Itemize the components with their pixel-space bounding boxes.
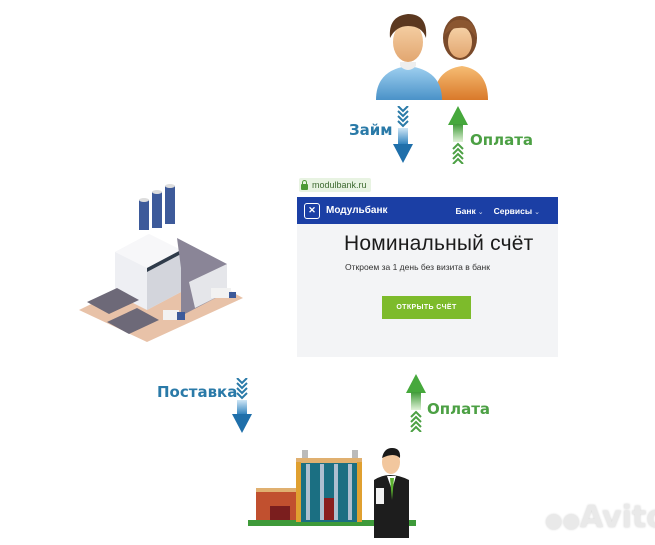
delivery-arrow [231, 377, 253, 434]
url-text: modulbank.ru [312, 180, 367, 190]
clients-node [372, 8, 492, 100]
arrow-up-icon [448, 106, 468, 165]
nav-item-bank[interactable]: Банк⌄ [455, 205, 484, 216]
people-icon [376, 14, 488, 100]
arrow-down-icon [393, 105, 413, 163]
avito-watermark: ●●Avito [545, 500, 655, 535]
bank-website-screenshot: modulbank.ru ✕ Модульбанк Банк⌄ Сервисы⌄… [297, 177, 558, 357]
arrow-down-icon [232, 377, 252, 433]
hero-title: Номинальный счёт [344, 232, 534, 255]
site-navbar: ✕ Модульбанк Банк⌄ Сервисы⌄ [297, 197, 558, 224]
address-bar[interactable]: modulbank.ru [299, 178, 371, 192]
payment-bottom-arrow [405, 374, 427, 433]
chevron-down-icon: ⌄ [534, 208, 540, 216]
nav-item-services[interactable]: Сервисы⌄ [493, 205, 540, 216]
nav-menu: Банк⌄ Сервисы⌄ [456, 206, 558, 216]
delivery-label: Поставка [157, 383, 238, 401]
loan-arrow [392, 105, 414, 164]
payment-top-arrow [447, 106, 469, 165]
brand-name[interactable]: Модульбанк [326, 205, 388, 216]
businessman-building-icon [248, 448, 416, 538]
modulbank-logo-icon[interactable]: ✕ [304, 202, 320, 219]
open-account-button[interactable]: ОТКРЫТЬ СЧЁТ [382, 296, 471, 319]
payment-bottom-label: Оплата [427, 400, 491, 418]
hero-subtitle: Откроем за 1 день без визита в банк [345, 262, 490, 272]
hero-section: Номинальный счёт Откроем за 1 день без в… [297, 224, 558, 357]
factory-node [77, 182, 243, 342]
loan-label: Займ [349, 121, 393, 139]
factory-icon [79, 184, 243, 342]
arrow-up-icon [406, 374, 426, 433]
payment-top-label: Оплата [470, 131, 534, 149]
chevron-down-icon: ⌄ [477, 208, 484, 216]
lock-icon [301, 179, 308, 190]
buyer-node [244, 440, 419, 540]
avito-logo-icon: ●● [545, 508, 580, 532]
